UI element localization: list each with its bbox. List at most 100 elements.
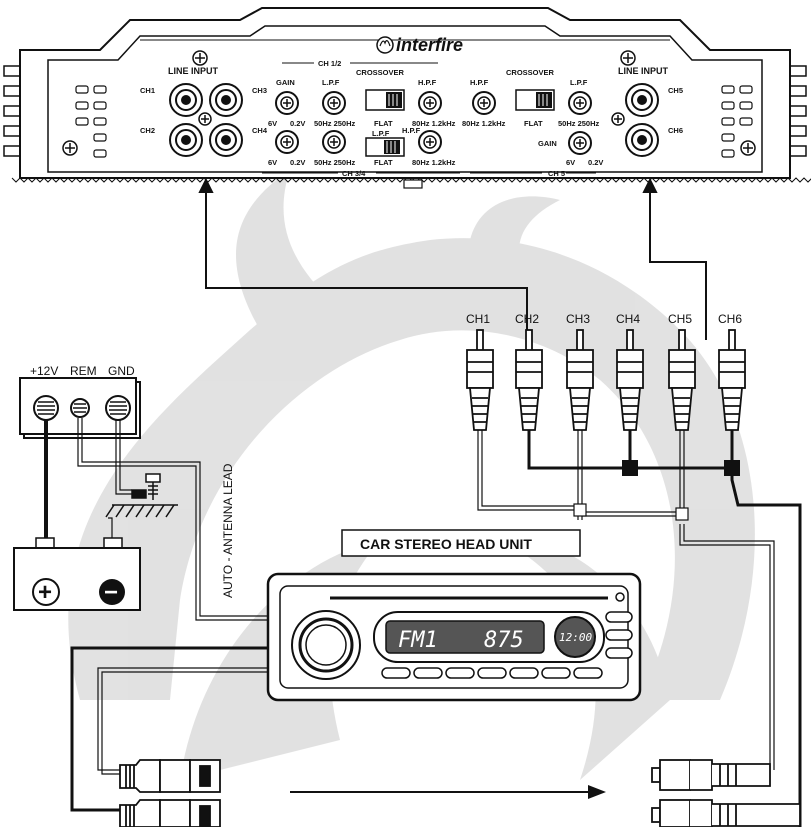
- terminal-label-gnd: GND: [108, 364, 135, 378]
- rca-plug-ch3: [566, 329, 594, 431]
- terminal-screw-rem: [70, 398, 90, 418]
- amp-ch2-label: CH2: [140, 126, 155, 135]
- rca-plug-ch4: [616, 329, 644, 431]
- line-input-label-right: LINE INPUT: [618, 66, 669, 76]
- hpf-knob-ch12[interactable]: [418, 91, 442, 115]
- gain-knob-ch5[interactable]: [568, 131, 592, 155]
- rca-jack-group-right: [625, 83, 659, 157]
- terminal-label-12v: +12V: [30, 364, 58, 378]
- gain-max-label-ch34: 0.2V: [290, 158, 305, 167]
- battery-plus-icon: +: [32, 578, 60, 606]
- chassis-ground-icon: [105, 473, 178, 518]
- display-band: FM1: [398, 628, 438, 653]
- amp-ch6-label: CH6: [668, 126, 683, 135]
- lpf-range-label: 50Hz 250Hz: [314, 119, 356, 128]
- hpf-knob-ch34[interactable]: [418, 130, 442, 154]
- heatsink-fins-left: [3, 65, 20, 157]
- rca-plug-ch6: [718, 329, 746, 431]
- section-ch12-label: CH 1/2: [318, 59, 341, 68]
- gain-min-label: 6V: [268, 119, 277, 128]
- crossover-switch-ch5[interactable]: [515, 89, 555, 111]
- gain-knob-ch34[interactable]: [275, 130, 299, 154]
- svg-text:interfire: interfire: [396, 35, 463, 55]
- lpf-label-ch34: L.P.F: [372, 129, 390, 138]
- led-indicator: [403, 179, 423, 189]
- battery-ground-wire: [108, 517, 113, 538]
- rca-plug-labels: CH1 CH2 CH3 CH4 CH5 CH6: [466, 312, 742, 326]
- line-input-label-left: LINE INPUT: [168, 66, 219, 76]
- display-clock: 12:00: [559, 631, 592, 644]
- antenna-lead-label: AUTO - ANTENNA LEAD: [221, 463, 235, 598]
- amp-ch1-label: CH1: [140, 86, 155, 95]
- amp-ch5-label: CH5: [668, 86, 683, 95]
- flat-label-ch34: FLAT: [374, 158, 393, 167]
- gain-label: GAIN: [276, 78, 295, 87]
- plug-label-ch1: CH1: [466, 312, 490, 326]
- plug-label-ch3: CH3: [566, 312, 590, 326]
- flat-label: FLAT: [374, 119, 393, 128]
- hpf-label-ch5: H.P.F: [470, 78, 489, 87]
- flat-label-ch5: FLAT: [524, 119, 543, 128]
- power-terminal-block: +12V REM GND: [19, 364, 141, 439]
- vent-slots-right: [721, 85, 753, 158]
- terminal-label-rem: REM: [70, 364, 97, 378]
- display-panel: FM1 875 12:00: [373, 611, 605, 663]
- lpf-knob-ch12[interactable]: [322, 91, 346, 115]
- lpf-range-label-ch34: 50Hz 250Hz: [314, 158, 356, 167]
- lpf-range-label-ch5: 50Hz 250Hz: [558, 119, 600, 128]
- gain-min-label-ch34: 6V: [268, 158, 277, 167]
- vent-slots-left: [75, 85, 107, 158]
- battery-minus-icon: −: [99, 579, 125, 606]
- hpf-range-label: 80Hz 1.2kHz: [412, 119, 456, 128]
- crossover-switch-ch12[interactable]: [365, 89, 405, 111]
- volume-knob[interactable]: [291, 610, 361, 680]
- crossover-label: CROSSOVER: [356, 68, 405, 77]
- plug-label-ch2: CH2: [515, 312, 539, 326]
- svg-text:+: +: [38, 579, 52, 606]
- brand-logo: interfire: [376, 35, 463, 55]
- display-frequency: 875: [484, 628, 524, 653]
- rca-plug-ch2: [515, 329, 543, 431]
- ground-wire: [115, 420, 132, 495]
- rca-female-connector-bottom: [119, 799, 221, 828]
- lpf-label-ch5: L.P.F: [570, 78, 588, 87]
- eject-button[interactable]: [615, 592, 625, 602]
- lpf-knob-ch5[interactable]: [568, 91, 592, 115]
- signal-arrow-right: [642, 177, 707, 340]
- ground-junction-left: [622, 460, 638, 476]
- gain-label-ch5: GAIN: [538, 139, 557, 148]
- head-unit-output-cable-black: [70, 646, 268, 812]
- lpf-label: L.P.F: [322, 78, 340, 87]
- section-ch5-label: CH 5: [548, 169, 565, 178]
- hpf-range-label-ch34: 80Hz 1.2kHz: [412, 158, 456, 167]
- section-ch34-label: CH 3/4: [342, 169, 366, 178]
- signal-junction-right: [675, 507, 689, 521]
- hpf-range-label-ch5: 80Hz 1.2kHz: [462, 119, 506, 128]
- hpf-knob-ch5[interactable]: [472, 91, 496, 115]
- signal-junction-left: [573, 503, 587, 517]
- rca-male-connector-top: [651, 759, 771, 791]
- gain-knob-ch12[interactable]: [275, 91, 299, 115]
- head-unit: FM1 875 12:00: [266, 572, 642, 702]
- plug-label-ch5: CH5: [668, 312, 692, 326]
- heatsink-fins-right: [790, 65, 807, 157]
- svg-text:CAR STEREO HEAD UNIT: CAR STEREO HEAD UNIT: [360, 536, 532, 552]
- hpf-label-ch34: H.P.F: [402, 126, 421, 135]
- ground-junction-right: [724, 460, 740, 476]
- signal-arrow-left: [198, 177, 528, 340]
- connection-arrow: [290, 785, 606, 799]
- side-buttons[interactable]: [605, 611, 633, 659]
- rca-jack-group-left: [169, 83, 243, 157]
- preset-buttons[interactable]: [381, 667, 603, 679]
- gain-max-label-ch5: 0.2V: [588, 158, 603, 167]
- rca-plug-ch5: [668, 329, 696, 431]
- lpf-knob-ch34[interactable]: [322, 130, 346, 154]
- crossover-switch-ch34[interactable]: [365, 137, 405, 157]
- head-unit-title-box: CAR STEREO HEAD UNIT: [341, 529, 581, 557]
- rca-female-connector-top: [119, 759, 221, 793]
- rca-plugs: [466, 329, 746, 431]
- gain-min-label-ch5: 6V: [566, 158, 575, 167]
- signal-bus-cable: [477, 430, 775, 770]
